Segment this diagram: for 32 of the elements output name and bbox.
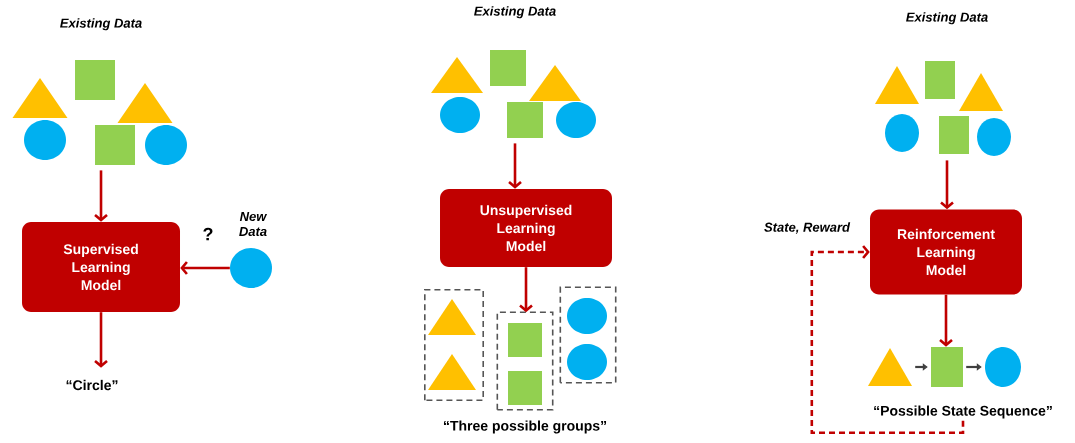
arrow: [810, 245, 965, 435]
arrow: [519, 267, 533, 313]
data-cluster: Existing Data: [12, 18, 187, 165]
circle-shape: [985, 347, 1021, 387]
arrow: [915, 363, 928, 371]
edge-label: State, Reward: [764, 222, 851, 234]
group-box: [496, 311, 554, 411]
model-box: Unsupervised Learning Model: [440, 189, 612, 267]
arrow: [508, 143, 522, 189]
arrow: [180, 261, 230, 275]
group-box: [424, 289, 484, 401]
arrow: [940, 160, 954, 210]
node-label: Existing Data: [474, 6, 556, 19]
caption-text: “Three possible groups”: [444, 420, 607, 434]
model-box: Supervised Learning Model: [22, 222, 180, 312]
model-box: Reinforcement Learning Model: [870, 209, 1022, 295]
arrow: [939, 294, 953, 347]
data-cluster: Existing Data: [875, 12, 1011, 156]
node-caption: New Data: [239, 211, 268, 237]
result-text: “Circle”: [66, 379, 118, 391]
triangle-shape: [868, 348, 912, 386]
arrow: [94, 170, 108, 222]
node-label: Existing Data: [60, 18, 142, 31]
circle-shape: [230, 248, 272, 288]
square-shape: [931, 347, 963, 387]
arrow: [966, 363, 982, 371]
group-box: [559, 286, 617, 384]
question-mark: ?: [203, 227, 213, 241]
arrow: [94, 312, 108, 368]
node-label: Existing Data: [906, 12, 988, 25]
result-text: “Possible State Sequence”: [874, 405, 1052, 419]
data-cluster: Existing Data: [431, 6, 596, 138]
